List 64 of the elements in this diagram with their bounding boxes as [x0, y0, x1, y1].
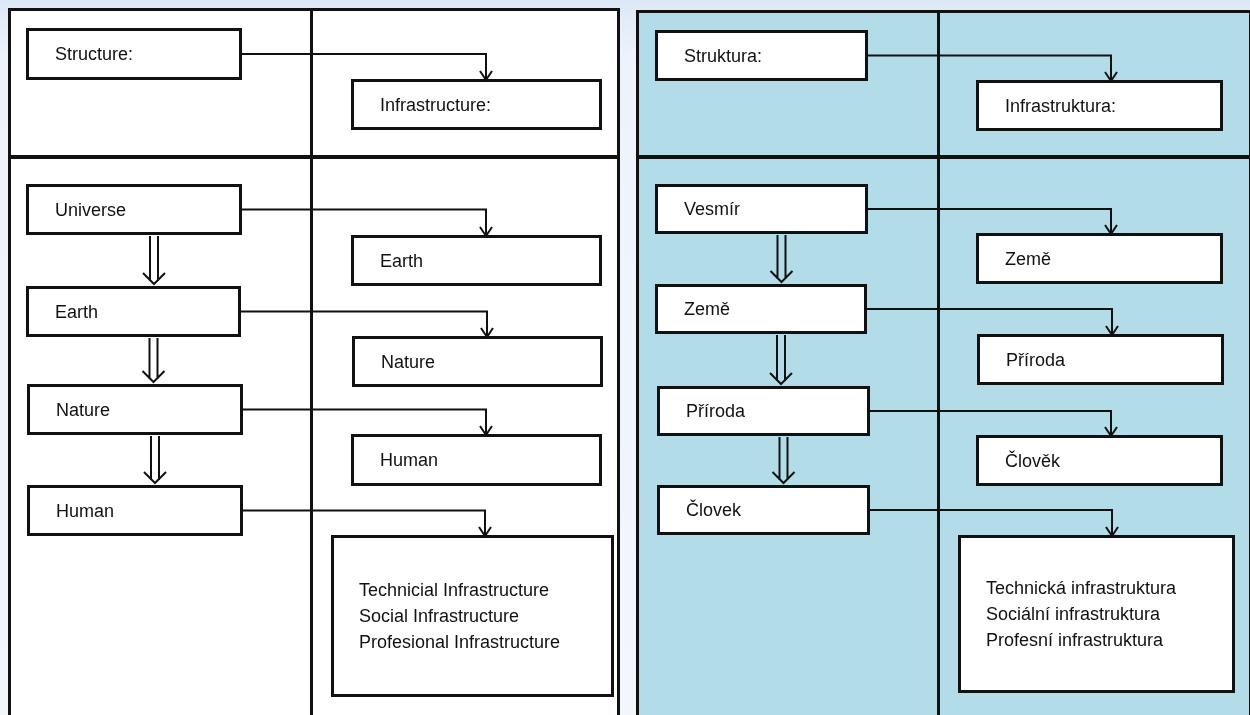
- double-arrow: [143, 435, 167, 485]
- elbow-arrow: [867, 54, 1118, 82]
- box-label: Nature: [56, 398, 111, 422]
- process-box: [657, 485, 870, 535]
- double-arrow: [141, 337, 166, 384]
- box-label: Vesmír: [684, 198, 740, 221]
- double-arrow: [769, 234, 794, 284]
- box-label: Universe: [55, 198, 127, 222]
- elbow-arrow: [242, 509, 492, 537]
- list-item: Technicial Infrastructure: [359, 579, 550, 602]
- process-box: [352, 336, 603, 387]
- box-label: Structure:: [55, 43, 134, 66]
- list-item: Social Infrastructure: [359, 605, 520, 628]
- panel-background: [636, 10, 1250, 158]
- process-box: [26, 28, 242, 80]
- process-box: [958, 535, 1235, 693]
- process-box: [655, 30, 868, 81]
- panel-background: [8, 8, 620, 158]
- panel-background: [636, 156, 1250, 715]
- elbow-arrow: [241, 53, 493, 81]
- box-label: Infrastruktura:: [1005, 94, 1117, 118]
- process-box: [977, 334, 1224, 385]
- process-box: [976, 435, 1223, 486]
- process-box: [331, 535, 614, 697]
- box-label: Nature: [381, 350, 436, 374]
- box-label: Příroda: [1006, 348, 1066, 372]
- box-label: Earth: [55, 300, 99, 324]
- process-box: [27, 384, 243, 435]
- box-label: Příroda: [686, 400, 746, 423]
- panel-background: [8, 156, 620, 715]
- process-box: [27, 485, 243, 536]
- process-box: [655, 284, 867, 334]
- double-arrow: [771, 436, 796, 485]
- box-label: Člověk: [1005, 449, 1061, 473]
- elbow-arrow: [242, 408, 493, 436]
- box-label: Človek: [686, 498, 742, 522]
- process-box: [976, 233, 1223, 284]
- elbow-arrow: [241, 208, 493, 237]
- list-item: Profesional Infrastructure: [359, 631, 561, 654]
- elbow-arrow: [866, 308, 1119, 336]
- box-label: Human: [380, 449, 439, 472]
- box-label: Infrastructure:: [380, 93, 492, 117]
- elbow-arrow: [869, 509, 1119, 537]
- process-box: [351, 434, 602, 486]
- box-label: Struktura:: [684, 44, 763, 68]
- process-box: [351, 79, 602, 130]
- process-box: [655, 184, 868, 234]
- box-label: Země: [684, 298, 730, 321]
- process-box: [26, 184, 242, 235]
- process-box: [26, 286, 241, 337]
- box-label: Earth: [380, 249, 424, 273]
- process-box: [351, 235, 602, 286]
- list-item: Sociální infrastruktura: [986, 603, 1161, 626]
- process-box: [657, 386, 870, 436]
- list-item: Profesní infrastruktura: [986, 629, 1164, 652]
- list-item: Technická infrastruktura: [986, 577, 1177, 600]
- box-label: Human: [56, 499, 115, 523]
- box-label: Země: [1005, 247, 1051, 271]
- double-arrow: [142, 235, 166, 286]
- process-box: [976, 80, 1223, 131]
- elbow-arrow: [240, 310, 494, 338]
- elbow-arrow: [869, 410, 1118, 437]
- elbow-arrow: [867, 208, 1118, 235]
- double-arrow: [769, 334, 793, 386]
